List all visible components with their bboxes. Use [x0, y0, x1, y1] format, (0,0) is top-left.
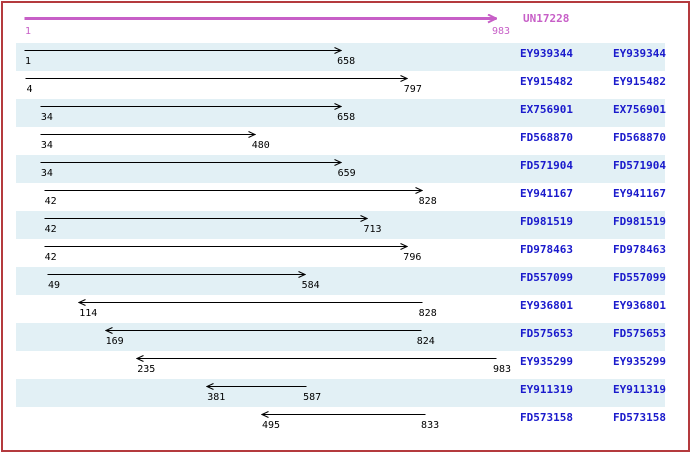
accession-link[interactable]: EY935299 [613, 355, 666, 368]
unigene-start-coord: 1 [25, 26, 32, 37]
accession-link[interactable]: EY936801 [520, 299, 573, 312]
alignment-row-band [16, 43, 665, 71]
accession-link[interactable]: FD568870 [520, 131, 573, 144]
alignment-start-coord: 1 [25, 56, 32, 67]
alignment-arrow [40, 103, 342, 110]
alignment-arrow [40, 131, 256, 138]
alignment-end-coord: 797 [403, 84, 422, 95]
alignment-row-band [16, 323, 665, 351]
alignment-arrow [25, 75, 409, 82]
alignment-start-coord: 381 [207, 392, 226, 403]
alignment-end-coord: 658 [337, 56, 356, 67]
accession-link[interactable]: EY915482 [613, 75, 666, 88]
alignment-end-coord: 983 [493, 364, 512, 375]
accession-link[interactable]: FD571904 [613, 159, 666, 172]
alignment-end-coord: 796 [403, 252, 422, 263]
alignment-end-coord: 659 [337, 168, 356, 179]
alignment-arrow [40, 159, 342, 166]
alignment-end-coord: 828 [418, 308, 437, 319]
alignment-end-coord: 833 [421, 420, 440, 431]
alignment-start-coord: 235 [137, 364, 156, 375]
accession-link[interactable]: EY915482 [520, 75, 573, 88]
alignment-start-coord: 49 [48, 280, 61, 291]
accession-link[interactable]: EY941167 [520, 187, 573, 200]
alignment-arrow [24, 47, 342, 54]
alignment-end-coord: 828 [418, 196, 437, 207]
alignment-row-band [16, 379, 665, 407]
accession-link[interactable]: EY939344 [520, 47, 573, 60]
accession-link[interactable]: FD557099 [520, 271, 573, 284]
accession-link[interactable]: EX756901 [520, 103, 573, 116]
alignment-arrow [47, 271, 307, 278]
accession-link[interactable]: FD978463 [520, 243, 573, 256]
alignment-start-coord: 34 [40, 168, 53, 179]
alignment-end-coord: 480 [251, 140, 270, 151]
alignment-start-coord: 114 [79, 308, 98, 319]
alignment-start-coord: 495 [261, 420, 280, 431]
alignment-arrow [44, 187, 423, 194]
alignment-start-coord: 42 [44, 224, 57, 235]
alignment-row-band [16, 99, 665, 127]
alignment-start-coord: 34 [40, 112, 53, 123]
alignment-start-coord: 42 [44, 252, 57, 263]
accession-link[interactable]: FD568870 [613, 131, 666, 144]
alignment-start-coord: 34 [40, 140, 53, 151]
accession-link[interactable]: EY936801 [613, 299, 666, 312]
alignment-arrow [206, 383, 307, 390]
accession-link[interactable]: FD573158 [613, 411, 666, 424]
alignment-start-coord: 4 [26, 84, 33, 95]
unigene-id-link[interactable]: UN17228 [523, 12, 570, 25]
accession-link[interactable]: EY911319 [613, 383, 666, 396]
alignment-arrow [44, 215, 368, 222]
alignment-row-band [16, 155, 665, 183]
accession-link[interactable]: FD571904 [520, 159, 573, 172]
alignment-end-coord: 587 [303, 392, 322, 403]
alignment-end-coord: 824 [416, 336, 435, 347]
accession-link[interactable]: FD573158 [520, 411, 573, 424]
alignment-arrow [44, 243, 408, 250]
alignment-arrow [260, 411, 426, 418]
accession-link[interactable]: EY941167 [613, 187, 666, 200]
accession-link[interactable]: EX756901 [613, 103, 666, 116]
alignment-start-coord: 42 [44, 196, 57, 207]
accession-link[interactable]: FD978463 [613, 243, 666, 256]
alignment-row-band [16, 267, 665, 295]
accession-link[interactable]: EY935299 [520, 355, 573, 368]
accession-link[interactable]: FD981519 [520, 215, 573, 228]
accession-link[interactable]: EY939344 [613, 47, 666, 60]
alignment-end-coord: 658 [337, 112, 356, 123]
alignment-arrow [78, 299, 423, 306]
alignment-arrow [136, 355, 497, 362]
alignment-end-coord: 713 [363, 224, 382, 235]
alignment-arrow [104, 327, 422, 334]
accession-link[interactable]: FD981519 [613, 215, 666, 228]
alignment-end-coord: 584 [301, 280, 320, 291]
accession-link[interactable]: FD575653 [613, 327, 666, 340]
unigene-end-coord: 983 [492, 26, 511, 37]
alignment-row-band [16, 211, 665, 239]
accession-link[interactable]: FD557099 [613, 271, 666, 284]
alignment-start-coord: 169 [105, 336, 124, 347]
unigene-arrow [24, 14, 497, 24]
accession-link[interactable]: EY911319 [520, 383, 573, 396]
accession-link[interactable]: FD575653 [520, 327, 573, 340]
